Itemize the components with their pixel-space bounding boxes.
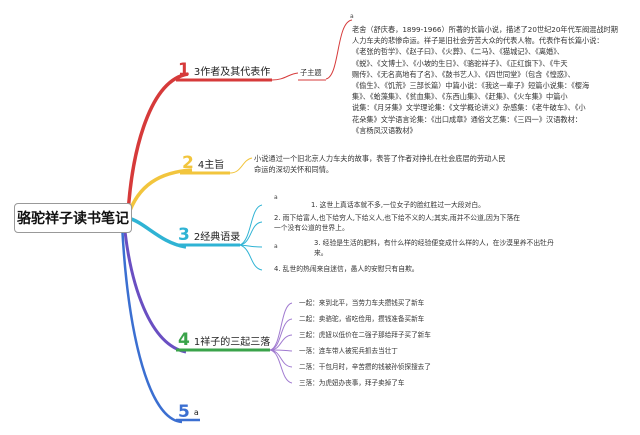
topic-number: 1 xyxy=(178,60,190,80)
connector-author-child xyxy=(271,72,299,81)
quote-item[interactable]: 2. 雨下给富人,也下给穷人,下给义人,也下给不义的人;其实,雨并不公道,因为下… xyxy=(274,213,520,233)
topic-theme[interactable]: 2 4主旨 xyxy=(182,155,224,172)
connector-ups-6 xyxy=(269,349,293,384)
ups-item-2[interactable]: 二起：卖骆驼，省吃俭用，攒钱准备买新车 xyxy=(299,315,425,323)
topic-number: 5 xyxy=(178,402,190,422)
topic-label: 1祥子的三起三落 xyxy=(193,337,271,348)
root-topic[interactable]: 骆驼祥子读书笔记 xyxy=(14,203,132,233)
branch-line-theme xyxy=(126,168,193,217)
quote-line: 1. 这世上真话本就不多,一位女子的脸红胜过一大段对白。 xyxy=(311,201,485,209)
quote-item[interactable]: 1. 这世上真话本就不多,一位女子的脸红胜过一大段对白。 xyxy=(311,200,485,210)
quote-line: 一个没有公道的世界上。 xyxy=(274,224,349,232)
author-line: 赐传》、《无名高地有了名》、《鼓书艺人》、《四世同堂》（包含《惶惑》、 xyxy=(352,69,575,79)
branch-line-ups-downs xyxy=(122,221,187,354)
downs-item-1[interactable]: 一落：连车带人被宪兵抓去当壮丁 xyxy=(299,347,398,355)
connector-quote-3 xyxy=(239,244,263,248)
topic-ups-downs[interactable]: 4 1祥子的三起三落 xyxy=(178,332,270,349)
topic-label: a xyxy=(193,408,199,417)
topic-number: 4 xyxy=(178,330,190,350)
theme-line: 命运的深切关怀和同情。 xyxy=(254,165,334,175)
ups-item-3[interactable]: 三起：虎妞以低价在二强子那给拜子买了新车 xyxy=(299,331,431,339)
quote-line: 来。 xyxy=(314,249,328,257)
author-marker: a xyxy=(350,13,354,20)
quote-item[interactable]: 4. 乱世的热闹来自迷信，愚人的安慰只有自欺。 xyxy=(274,264,419,274)
theme-line: 小说通过一个旧北京人力车夫的故事，表答了作者对挣扎在社会底层的劳动人民 xyxy=(254,154,506,163)
author-description[interactable]: 老舍（舒庆春，1899-1966）所著的长篇小说，描述了20世纪20年代军阀混战… xyxy=(352,24,618,136)
downs-item-2[interactable]: 二落：干包月时，辛苦攒的钱被孙侦探搜去了 xyxy=(299,363,431,371)
quote-line: 2. 雨下给富人,也下给穷人,下给义人,也下给不义的人;其实,雨并不公道,因为下… xyxy=(274,214,521,222)
author-line: 《老张的哲学》、《赵子曰》、《火葬》、《二马》、《猫城记》、《离婚》、 xyxy=(352,47,564,57)
connector-author-desc xyxy=(325,19,353,80)
connector-ups-2 xyxy=(269,318,293,351)
ups-item-1[interactable]: 一起：来到北平，当劳力车夫攒钱买了新车 xyxy=(299,299,425,307)
author-line: 《言杨凤汉语教材》 xyxy=(352,125,417,135)
author-line: 老舍（舒庆春，1899-1966）所著的长篇小说，描述了20世纪20年代军阀混战… xyxy=(352,25,618,34)
topic-fifth[interactable]: 5 a xyxy=(178,404,199,421)
connector-ups-1 xyxy=(269,302,293,351)
topic-number: 3 xyxy=(178,225,190,245)
connector-quote-2 xyxy=(239,221,263,246)
connector-theme-desc xyxy=(229,157,253,174)
downs-item-3[interactable]: 三落：为虎妞办丧事，拜子卖掉了车 xyxy=(299,379,405,387)
quotes-marker-2: a xyxy=(274,243,278,250)
connector-ups-5 xyxy=(269,349,293,368)
topic-quotes[interactable]: 3 2经典语录 xyxy=(178,227,240,244)
topic-number: 2 xyxy=(182,153,194,173)
author-child-label[interactable]: 子主题 xyxy=(300,68,322,77)
branch-line-fifth xyxy=(120,223,183,424)
quote-line: 4. 乱世的热闹来自迷信，愚人的安慰只有自欺。 xyxy=(274,265,419,273)
author-line: 《蜕》、《文博士》、《小坡的生日》、《骆驼祥子》、《正红旗下》、《牛天 xyxy=(352,58,568,68)
author-line: 说集：《月牙集》文学理论集：《文学概论讲义》杂感集：《老牛破车》、《小 xyxy=(352,103,586,113)
quotes-marker-1: a xyxy=(274,194,278,201)
connector-quote-1 xyxy=(239,204,263,246)
quote-line: 3. 经验是生活的肥料，有什么样的经验便变成什么样的人，在沙漠里养不出牡丹 xyxy=(314,239,554,247)
author-line: 花朵集》文学语言论集：《出口成章》通俗文艺集：《三四一》汉语教材： xyxy=(352,114,582,124)
connector-quote-4 xyxy=(239,244,263,271)
topic-label: 3作者及其代表作 xyxy=(193,67,271,78)
quote-item[interactable]: 3. 经验是生活的肥料，有什么样的经验便变成什么样的人，在沙漠里养不出牡丹 来。 xyxy=(314,238,554,258)
theme-description[interactable]: 小说通过一个旧北京人力车夫的故事，表答了作者对挣扎在社会底层的劳动人民 命运的深… xyxy=(254,153,506,175)
author-line: 集》、《蛤藻集》、《贫血集》、《东西山集》、《赶集》、《火车集》中篇小 xyxy=(352,92,568,102)
branch-line-author xyxy=(126,72,189,215)
author-line: 《偷生》、《饥荒》三部长篇）中篇小说：《我这一辈子》短篇小说集：《樱海 xyxy=(352,81,590,91)
topic-label: 2经典语录 xyxy=(193,232,241,243)
topic-label: 4主旨 xyxy=(197,160,225,171)
topic-author[interactable]: 1 3作者及其代表作 xyxy=(178,62,270,79)
author-line: 人力车夫的悲惨命运。祥子是旧社会劳苦大众的代表人物。代表作有长篇小说： xyxy=(352,36,604,46)
